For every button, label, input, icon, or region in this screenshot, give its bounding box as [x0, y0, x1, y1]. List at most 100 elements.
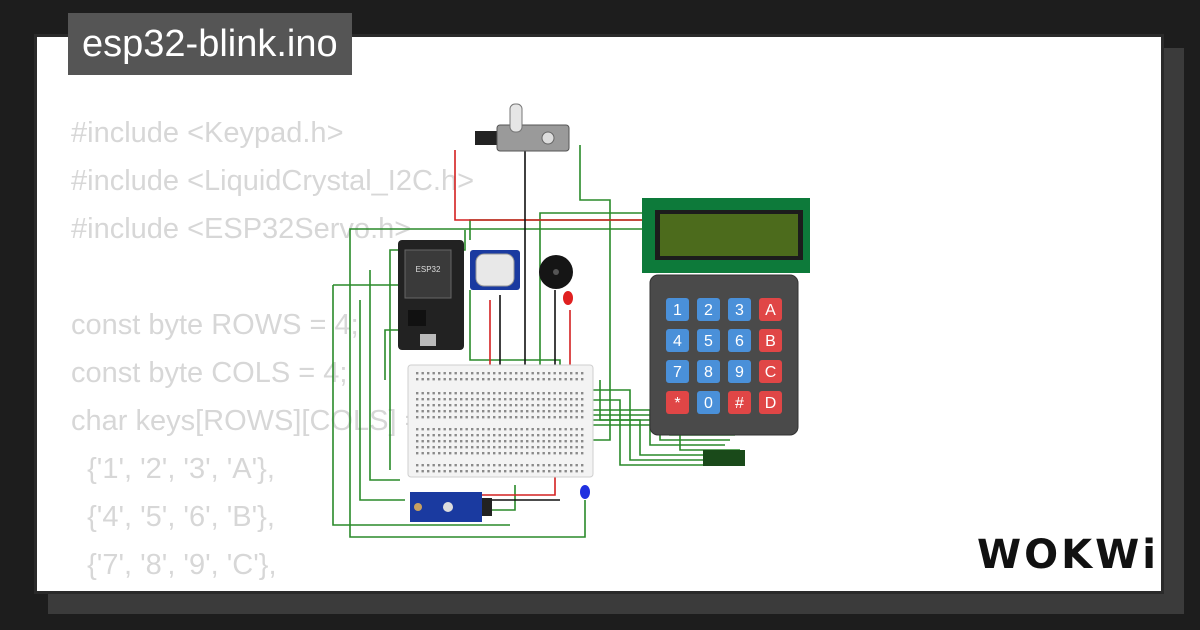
breadboard-hole: [487, 440, 490, 443]
breadboard-hole: [487, 392, 490, 395]
breadboard-hole: [570, 470, 573, 473]
keypad-key[interactable]: 7: [666, 360, 689, 383]
code-line: #include <LiquidCrystal_I2C.h>: [71, 165, 475, 197]
keypad-key[interactable]: 5: [697, 329, 720, 352]
breadboard-hole: [520, 372, 523, 375]
keypad-key[interactable]: D: [759, 391, 782, 414]
breadboard-hole: [564, 470, 567, 473]
wire-left-3: [359, 300, 405, 501]
breadboard-hole: [531, 464, 534, 467]
breadboard-hole: [416, 404, 419, 407]
breadboard-hole: [537, 404, 540, 407]
breadboard-hole: [416, 378, 419, 381]
breadboard-hole: [559, 372, 562, 375]
breadboard-hole: [438, 392, 441, 395]
breadboard-hole: [542, 398, 545, 401]
breadboard-hole: [570, 434, 573, 437]
keypad-key[interactable]: 6: [728, 329, 751, 352]
breadboard-hole: [504, 416, 507, 419]
breadboard-hole: [421, 428, 424, 431]
breadboard-hole: [542, 378, 545, 381]
wire-left-2: [369, 270, 400, 481]
breadboard-hole: [432, 434, 435, 437]
breadboard-hole: [520, 428, 523, 431]
keypad-key[interactable]: *: [666, 391, 689, 414]
keypad-key[interactable]: 4: [666, 329, 689, 352]
keypad-key[interactable]: 2: [697, 298, 720, 321]
breadboard-hole: [427, 410, 430, 413]
esp32-label: ESP32: [416, 265, 441, 274]
breadboard-hole: [416, 452, 419, 455]
breadboard-hole: [509, 464, 512, 467]
breadboard-hole: [548, 446, 551, 449]
breadboard-hole: [575, 452, 578, 455]
breadboard-hole: [454, 428, 457, 431]
keypad-key[interactable]: A: [759, 298, 782, 321]
breadboard-hole: [509, 392, 512, 395]
breadboard-hole: [581, 398, 584, 401]
keypad-key[interactable]: C: [759, 360, 782, 383]
breadboard-hole: [504, 392, 507, 395]
breadboard-hole: [564, 452, 567, 455]
breadboard-hole: [520, 378, 523, 381]
breadboard-hole: [416, 434, 419, 437]
breadboard-hole: [482, 440, 485, 443]
breadboard-hole: [570, 452, 573, 455]
breadboard-hole: [482, 434, 485, 437]
breadboard-hole: [432, 470, 435, 473]
keypad-key[interactable]: 1: [666, 298, 689, 321]
breadboard-hole: [427, 398, 430, 401]
breadboard-hole: [520, 410, 523, 413]
code-line: {'1', '2', '3', 'A'},: [71, 453, 275, 485]
keypad-key[interactable]: B: [759, 329, 782, 352]
breadboard-hole: [537, 416, 540, 419]
breadboard-hole: [432, 410, 435, 413]
breadboard-hole: [482, 410, 485, 413]
breadboard-hole: [443, 452, 446, 455]
breadboard-hole: [570, 378, 573, 381]
keypad-key[interactable]: 3: [728, 298, 751, 321]
breadboard-hole: [548, 428, 551, 431]
keypad-key[interactable]: 8: [697, 360, 720, 383]
breadboard-hole: [559, 428, 562, 431]
breadboard-hole: [421, 452, 424, 455]
keypad-key[interactable]: 0: [697, 391, 720, 414]
breadboard-hole: [465, 410, 468, 413]
breadboard-hole: [509, 428, 512, 431]
breadboard-hole: [460, 464, 463, 467]
breadboard-hole: [416, 470, 419, 473]
breadboard-hole: [509, 446, 512, 449]
breadboard-hole: [553, 464, 556, 467]
keypad-key-label: 4: [673, 333, 682, 350]
keypad-key[interactable]: 9: [728, 360, 751, 383]
keypad-key-label: 1: [673, 302, 682, 319]
breadboard-hole: [493, 404, 496, 407]
breadboard-hole: [416, 446, 419, 449]
breadboard-hole: [449, 410, 452, 413]
breadboard-hole: [526, 416, 529, 419]
breadboard-hole: [575, 464, 578, 467]
breadboard-hole: [537, 440, 540, 443]
breadboard-hole: [438, 428, 441, 431]
breadboard-hole: [476, 470, 479, 473]
blue-led: [580, 485, 590, 499]
breadboard-hole: [438, 404, 441, 407]
breadboard-hole: [526, 464, 529, 467]
breadboard-hole: [454, 378, 457, 381]
breadboard-hole: [482, 452, 485, 455]
breadboard-hole: [476, 440, 479, 443]
breadboard-hole: [526, 434, 529, 437]
breadboard-hole: [421, 372, 424, 375]
breadboard-hole: [509, 452, 512, 455]
breadboard-hole: [531, 392, 534, 395]
wire-servo-vcc: [454, 150, 645, 221]
breadboard-hole: [498, 434, 501, 437]
breadboard-hole: [454, 404, 457, 407]
keypad-key[interactable]: #: [728, 391, 751, 414]
breadboard-hole: [482, 416, 485, 419]
breadboard-hole: [465, 446, 468, 449]
breadboard-hole: [421, 416, 424, 419]
breadboard-hole: [520, 470, 523, 473]
breadboard-hole: [515, 372, 518, 375]
breadboard-hole: [526, 410, 529, 413]
